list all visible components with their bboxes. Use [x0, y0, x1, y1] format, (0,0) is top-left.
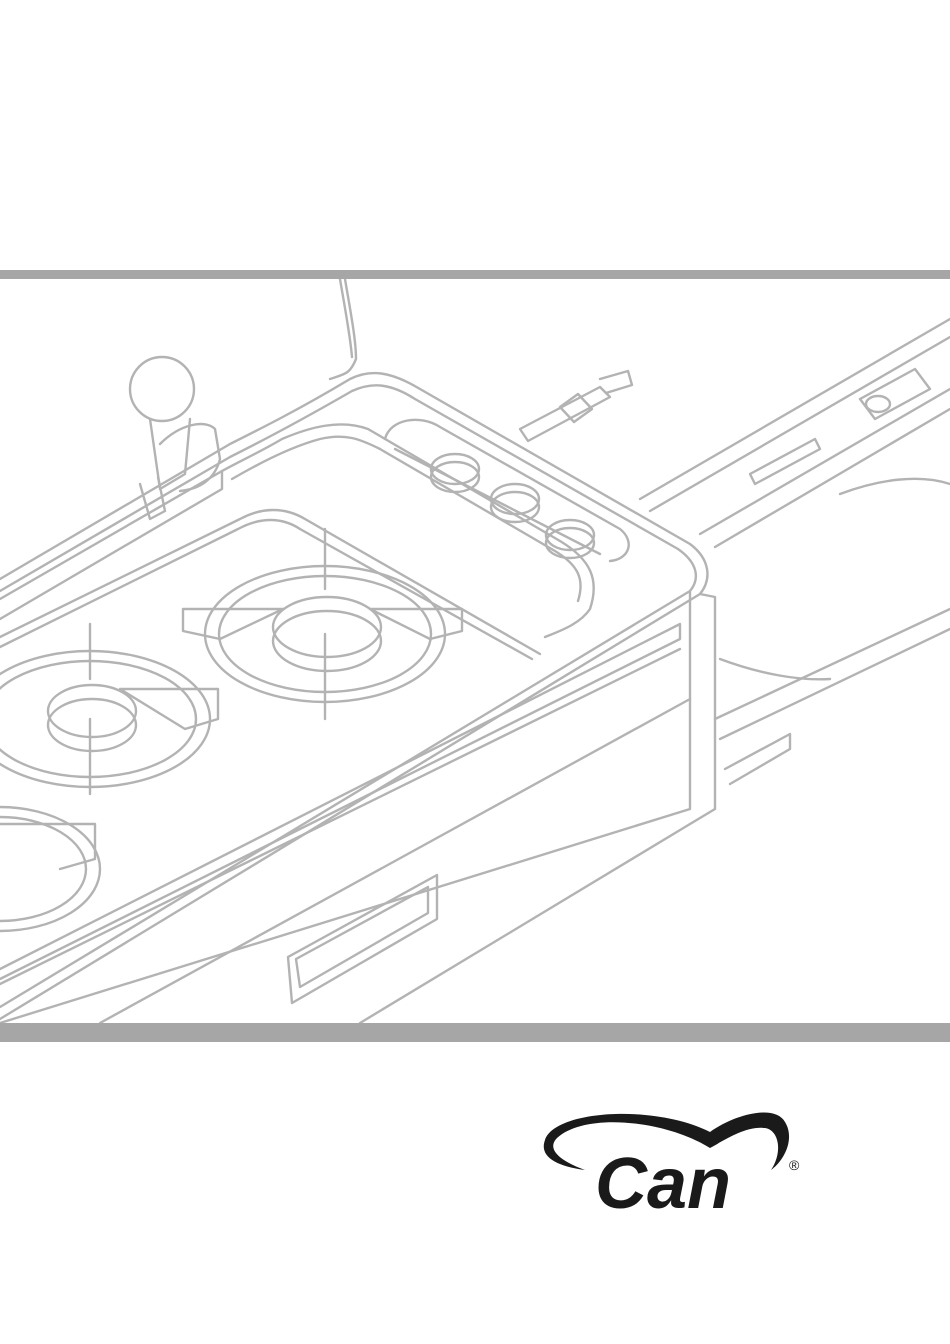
lid-panel [330, 279, 356, 379]
bottom-gray-band [0, 1023, 950, 1042]
slide-rail [640, 319, 950, 784]
logo-wordmark: Can [595, 1144, 731, 1220]
registered-mark: ® [789, 1157, 800, 1173]
top-gray-band [0, 270, 950, 279]
burner-front [0, 807, 100, 931]
control-knobs [385, 420, 629, 561]
can-brand-logo: Can ® [535, 1100, 825, 1220]
stove-sink-illustration [0, 279, 950, 1023]
gas-connector [520, 371, 632, 441]
burner-left [0, 624, 218, 794]
lid-hinge [130, 357, 220, 519]
burner-right [183, 529, 462, 719]
front-handle [288, 875, 437, 1003]
